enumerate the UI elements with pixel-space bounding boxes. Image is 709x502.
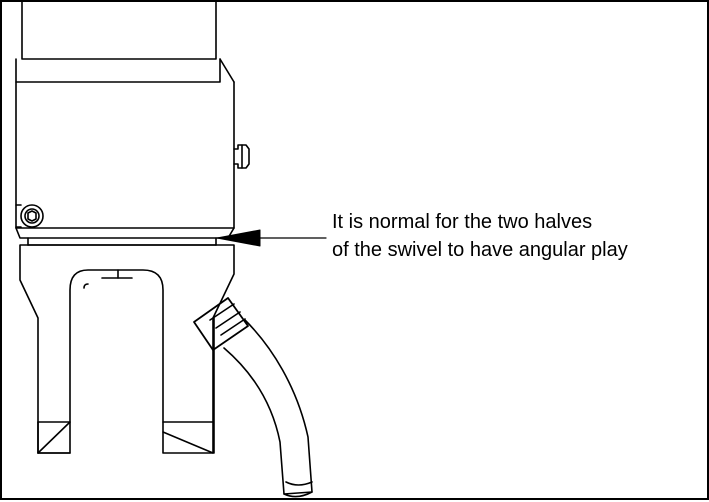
callout-arrow-icon <box>216 229 327 247</box>
screw-head-icon <box>15 204 44 228</box>
hose-icon <box>193 297 313 498</box>
callout-text: It is normal for the two halves of the s… <box>332 208 628 264</box>
callout-line-1: It is normal for the two halves <box>332 211 593 233</box>
swivel-joint <box>27 237 217 246</box>
grease-fitting-icon <box>233 144 250 169</box>
fork-body <box>19 244 235 454</box>
upper-housing <box>15 2 235 239</box>
callout-line-2: of the swivel to have angular play <box>332 239 628 261</box>
